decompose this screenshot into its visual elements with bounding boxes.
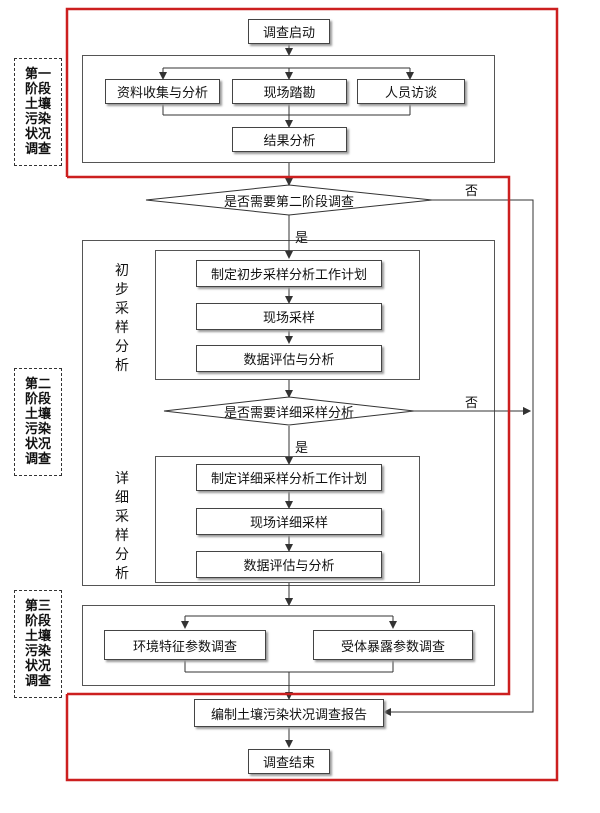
result-analysis-node: 结果分析	[232, 127, 347, 152]
receptor-params-node: 受体暴露参数调查	[313, 630, 473, 660]
decision-detailed-sampling-text: 是否需要详细采样分析	[223, 406, 354, 421]
detailed-plan-node: 制定详细采样分析工作计划	[196, 464, 382, 491]
edge-label-no-2: 否	[465, 396, 479, 411]
detailed-sampling-label: 详 细 采 样 分 析	[115, 471, 129, 582]
end-node: 调查结束	[248, 749, 330, 774]
initial-sampling-label: 初 步 采 样 分 析	[115, 263, 129, 374]
report-node: 编制土壤污染状况调查报告	[194, 699, 384, 727]
site-survey-node: 现场踏勘	[232, 79, 347, 104]
stage-3-label: 第三 阶段 土壤 污染 状况 调查	[14, 590, 62, 698]
initial-plan-node: 制定初步采样分析工作计划	[196, 260, 382, 287]
edge-label-no-1: 否	[465, 184, 479, 199]
stage-1-label: 第一 阶段 土壤 污染 状况 调查	[14, 58, 62, 166]
edge-label-yes-1: 是	[295, 231, 309, 246]
detailed-sampling-node: 现场详细采样	[196, 508, 382, 535]
data-eval-node-2: 数据评估与分析	[196, 551, 382, 578]
start-node: 调查启动	[248, 19, 330, 44]
stage-2-label: 第二 阶段 土壤 污染 状况 调查	[14, 368, 62, 476]
env-params-node: 环境特征参数调查	[104, 630, 266, 660]
data-collection-node: 资料收集与分析	[105, 79, 220, 104]
interview-node: 人员访谈	[357, 79, 465, 104]
site-sampling-node: 现场采样	[196, 303, 382, 330]
decision-second-stage-text: 是否需要第二阶段调查	[223, 195, 354, 210]
data-eval-node-1: 数据评估与分析	[196, 345, 382, 372]
edge-label-yes-2: 是	[295, 441, 309, 456]
